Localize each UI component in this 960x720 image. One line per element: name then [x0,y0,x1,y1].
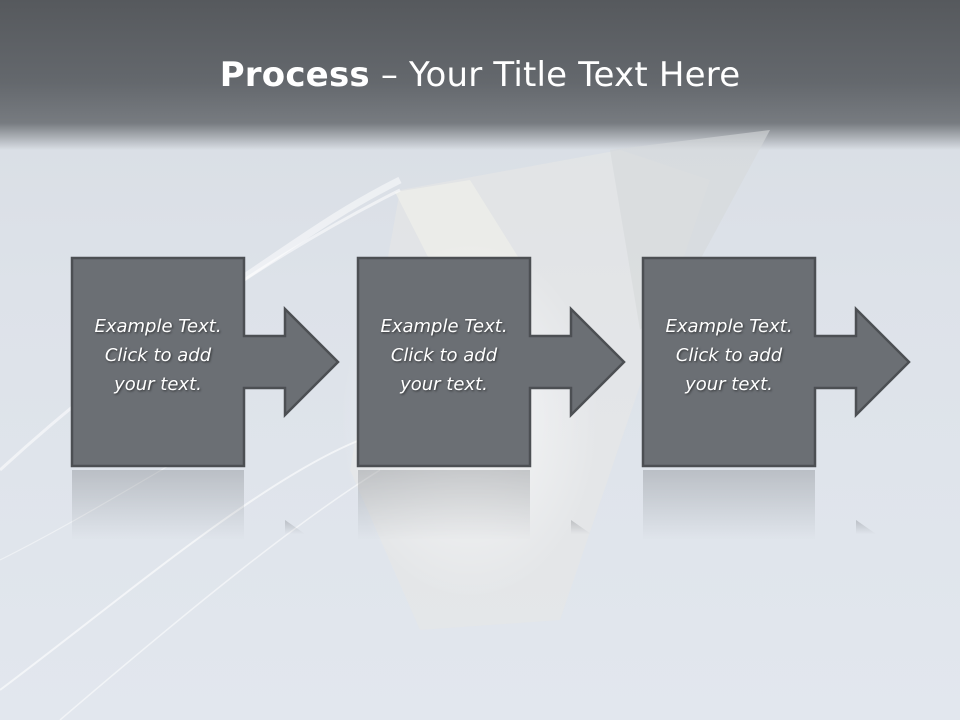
step-1-line-1: Example Text. [94,316,222,337]
step-3-line-1: Example Text. [665,316,793,337]
process-step-2[interactable]: Example Text. Click to add your text. [356,256,628,468]
step-3-arrow-shape [641,256,911,468]
step-2-line-2: Click to add [390,345,498,366]
step-2-line-1: Example Text. [380,316,508,337]
step-1-text: Example Text. Click to add your text. [72,312,244,399]
step-2-reflection [358,470,591,540]
slide-title: Process – Your Title Text Here [0,52,960,98]
step-1-arrow-shape [70,256,340,468]
step-1-reflection [72,470,305,540]
title-bar [0,0,960,150]
step-3-text: Example Text. Click to add your text. [643,312,815,399]
step-1-line-3: your text. [114,374,202,395]
step-2-text: Example Text. Click to add your text. [358,312,530,399]
process-step-1[interactable]: Example Text. Click to add your text. [70,256,342,468]
step-1-line-2: Click to add [104,345,212,366]
process-step-3[interactable]: Example Text. Click to add your text. [641,256,913,468]
step-3-reflection [643,470,876,540]
step-3-line-2: Click to add [675,345,783,366]
title-rest: – Your Title Text Here [369,55,741,95]
step-3-line-3: your text. [685,374,773,395]
step-2-line-3: your text. [400,374,488,395]
title-bold: Process [219,55,370,95]
step-2-arrow-shape [356,256,626,468]
